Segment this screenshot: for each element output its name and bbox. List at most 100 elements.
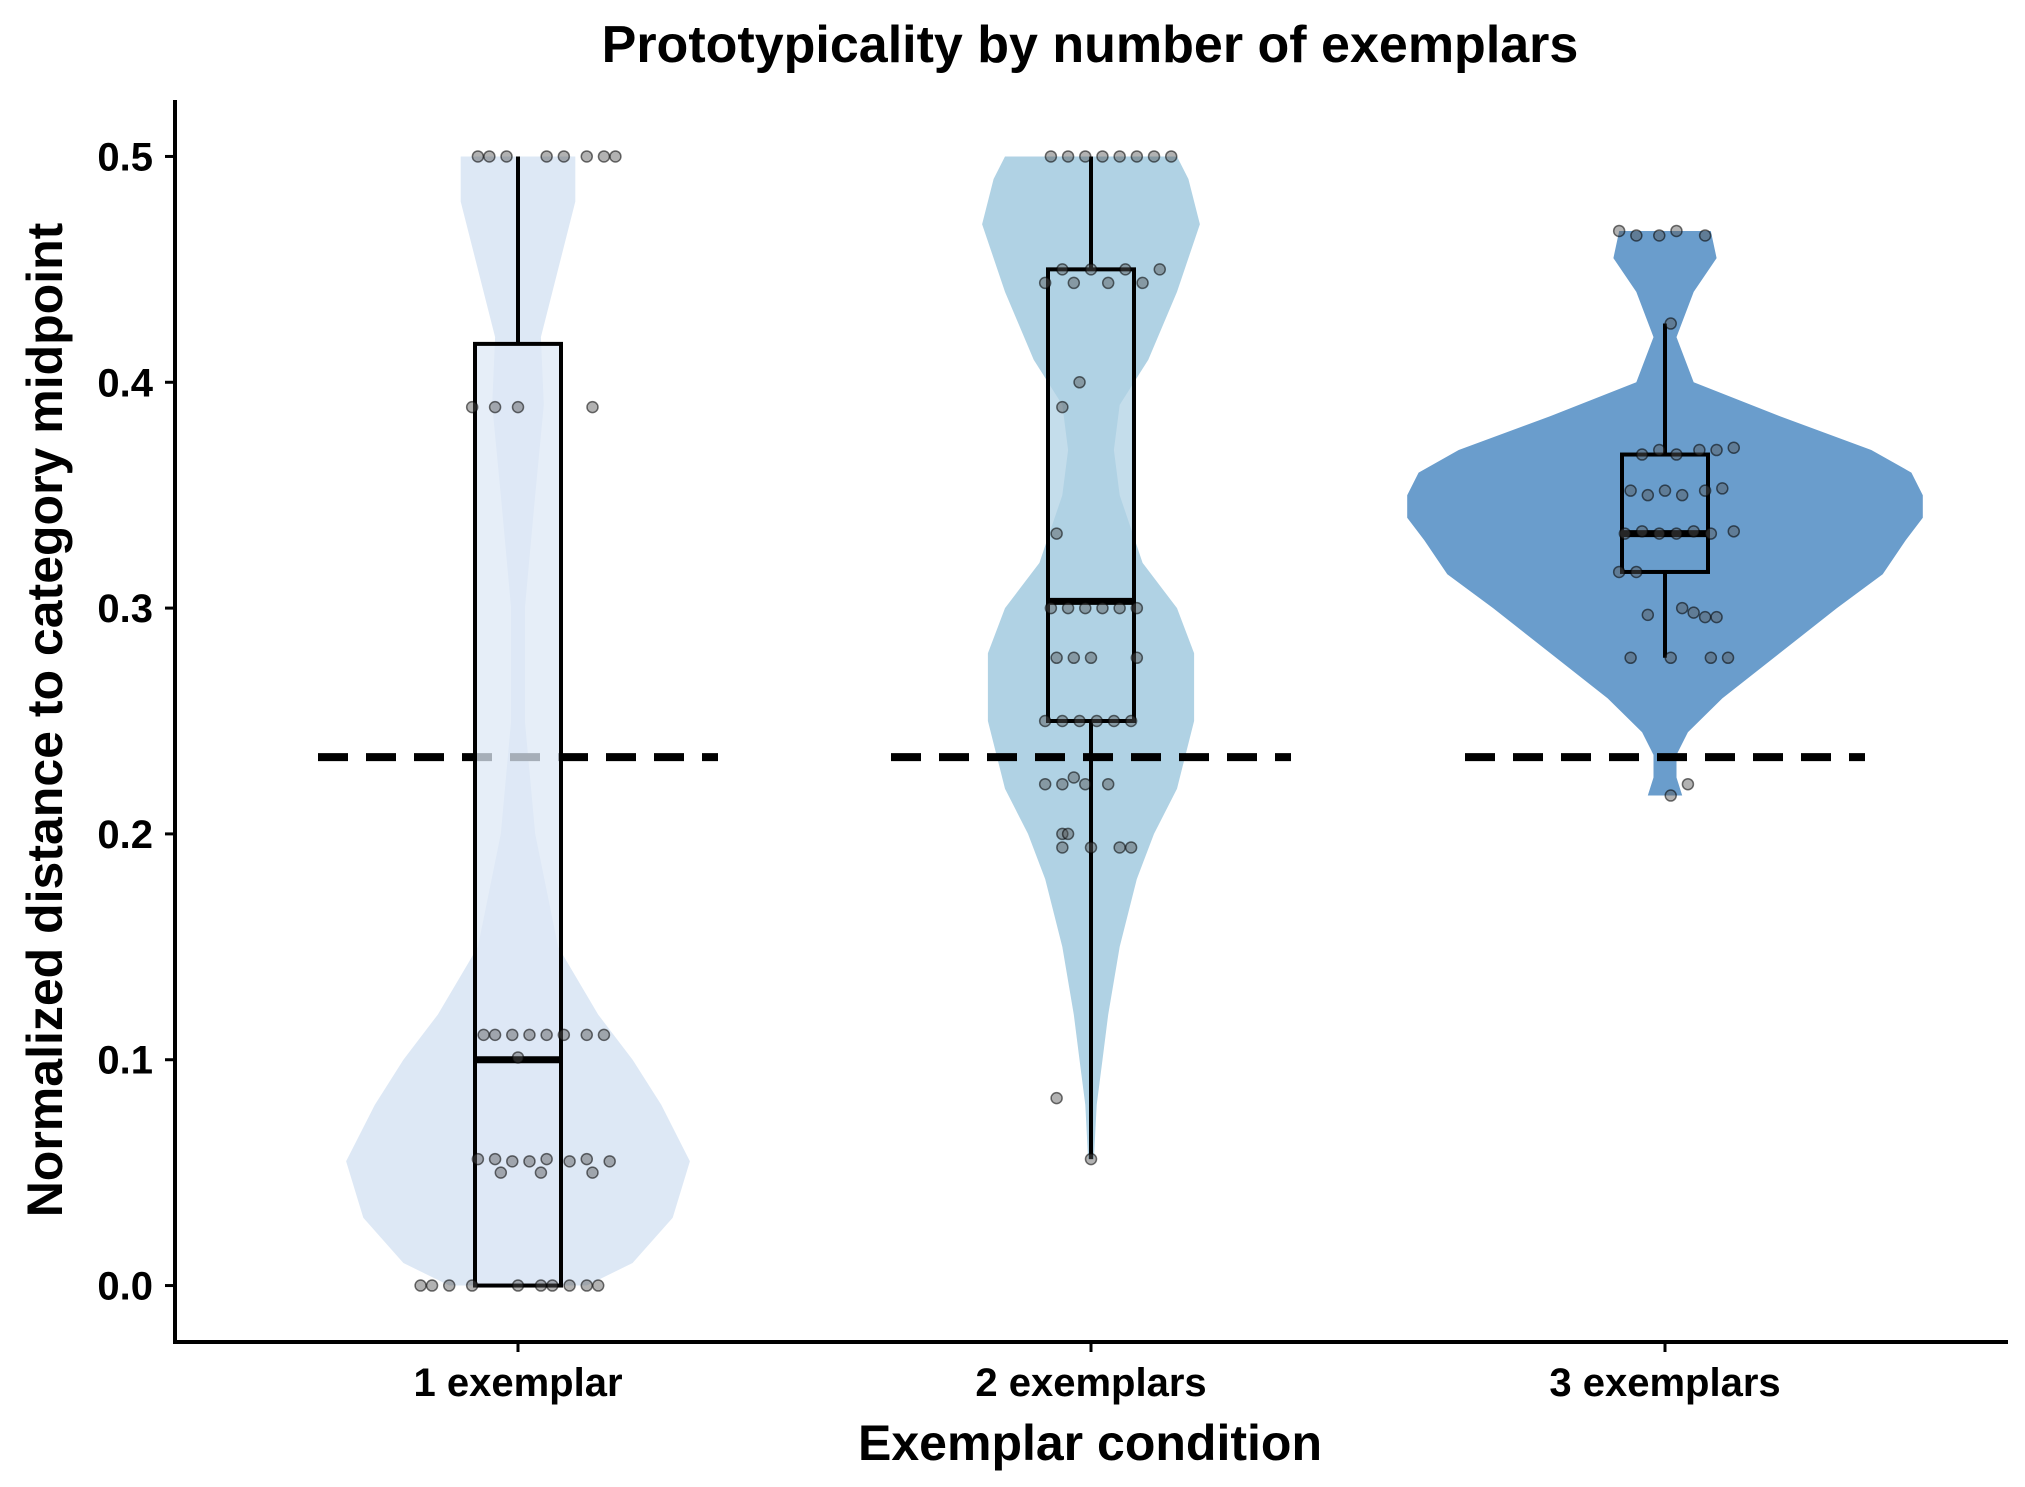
data-point	[540, 1028, 553, 1042]
data-point	[1698, 610, 1712, 624]
data-point	[1061, 827, 1075, 841]
data-point	[1727, 441, 1741, 455]
data-point	[1101, 276, 1115, 290]
data-point	[506, 1155, 519, 1168]
violin-group-3	[1407, 224, 1923, 802]
data-point	[1664, 651, 1677, 665]
data-point	[1164, 150, 1178, 163]
data-point	[1067, 771, 1081, 784]
data-point	[597, 1028, 611, 1042]
data-point	[1096, 150, 1109, 163]
data-point	[1664, 789, 1677, 802]
data-point	[1630, 565, 1643, 579]
box	[473, 341, 563, 1288]
data-point	[1061, 601, 1075, 615]
data-point	[1727, 525, 1741, 538]
data-point	[465, 1279, 479, 1292]
data-point	[586, 400, 599, 414]
x-tick-label: 2 exemplars	[975, 1361, 1206, 1405]
data-point	[1073, 376, 1086, 389]
data-point	[1641, 608, 1655, 622]
data-point	[511, 400, 525, 414]
data-point	[1084, 841, 1098, 854]
data-point	[1130, 651, 1144, 665]
data-point	[586, 1166, 599, 1179]
y-tick-label: 0.1	[97, 1039, 153, 1083]
data-point	[1073, 714, 1086, 728]
data-point	[1061, 150, 1075, 163]
data-point	[1624, 484, 1637, 497]
data-point	[471, 1152, 485, 1166]
plot-area	[318, 150, 1923, 1292]
data-point	[591, 1279, 605, 1292]
data-point	[425, 1279, 439, 1292]
data-point	[546, 1279, 559, 1292]
data-point	[534, 1279, 548, 1292]
data-point	[1653, 527, 1666, 540]
data-point	[1675, 601, 1689, 615]
data-point	[1056, 714, 1069, 728]
box	[1620, 452, 1710, 574]
data-point	[523, 1155, 536, 1168]
data-point	[488, 400, 502, 414]
data-point	[1658, 484, 1672, 497]
data-point	[1044, 150, 1058, 163]
data-point	[1687, 606, 1700, 619]
data-point	[1079, 777, 1092, 791]
data-point	[557, 1028, 571, 1042]
data-point	[1130, 601, 1144, 615]
data-point	[1113, 601, 1126, 615]
data-point	[563, 1155, 576, 1168]
data-point	[1653, 443, 1666, 457]
data-point	[1079, 150, 1092, 163]
data-point	[414, 1279, 427, 1292]
data-point	[1710, 610, 1723, 624]
x-tick-label: 3 exemplars	[1549, 1361, 1780, 1405]
violin-group-1	[318, 150, 718, 1292]
data-point	[1124, 714, 1138, 728]
x-axis-label: Exemplar condition	[858, 1415, 1322, 1471]
data-point	[1050, 651, 1063, 665]
data-point	[1704, 651, 1718, 665]
data-point	[609, 150, 622, 163]
data-point	[1096, 601, 1109, 615]
data-point	[506, 1028, 519, 1042]
data-point	[603, 1155, 616, 1168]
data-point	[511, 1051, 525, 1064]
data-point	[1079, 601, 1092, 615]
data-point	[1084, 651, 1098, 665]
data-point	[1721, 651, 1735, 665]
data-point	[1113, 841, 1126, 854]
y-tick-label: 0.0	[97, 1265, 153, 1309]
y-tick-label: 0.5	[97, 135, 153, 179]
data-point	[1704, 527, 1718, 540]
data-point	[500, 150, 513, 163]
data-point	[465, 400, 479, 414]
chart-title: Prototypicality by number of exemplars	[602, 16, 1579, 74]
data-point	[523, 1028, 536, 1042]
data-point	[540, 1152, 553, 1166]
data-point	[580, 1152, 594, 1166]
data-point	[1653, 229, 1666, 242]
data-point	[1618, 527, 1632, 540]
y-tick-label: 0.4	[97, 361, 153, 405]
data-point	[1670, 527, 1683, 540]
data-point	[1038, 714, 1052, 728]
data-point	[1641, 488, 1655, 502]
data-point	[1107, 714, 1121, 728]
box	[1046, 267, 1136, 723]
data-point	[1113, 150, 1126, 163]
y-axis-label: Normalized distance to category midpoint	[17, 222, 73, 1217]
data-point	[540, 150, 553, 163]
data-point	[1693, 443, 1706, 457]
data-point	[1710, 443, 1723, 457]
data-point	[1067, 651, 1081, 665]
data-point	[1716, 482, 1729, 495]
data-point	[488, 1028, 502, 1042]
data-point	[511, 1279, 525, 1292]
data-point	[442, 1279, 456, 1292]
data-point	[1050, 1091, 1063, 1105]
data-point	[563, 1279, 576, 1292]
